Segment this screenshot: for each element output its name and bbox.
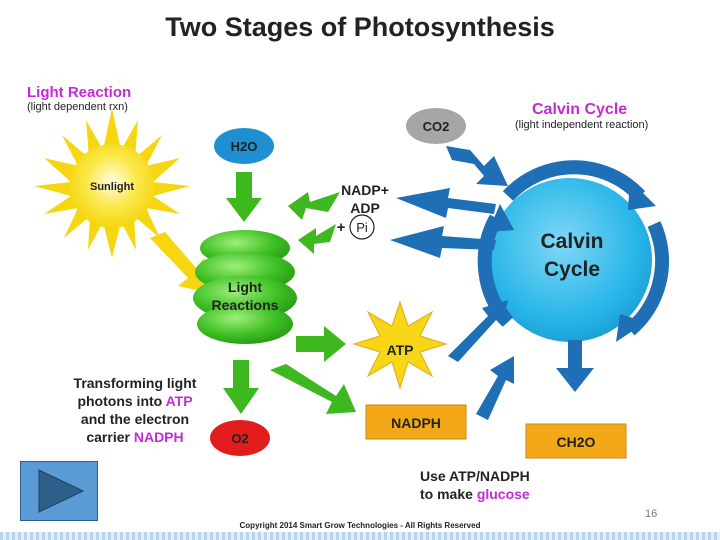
atp-arrow-icon: [296, 326, 346, 362]
light-reactions-line1: Light: [228, 279, 263, 295]
h2o-arrow-icon: [226, 172, 262, 222]
transform-line3: and the electron: [40, 410, 230, 428]
transform-caption: Transforming light photons into ATP and …: [40, 374, 230, 446]
use-glucose-highlight: glucose: [477, 486, 530, 502]
co2-label: CO2: [423, 119, 450, 134]
use-line2: to make glucose: [420, 485, 530, 503]
play-icon: [21, 462, 97, 520]
transform-line1: Transforming light: [40, 374, 230, 392]
adp-label: ADP: [350, 200, 380, 216]
nadp-label: NADP+: [341, 182, 389, 198]
o2-label: O2: [231, 431, 248, 446]
h2o-label: H2O: [231, 139, 258, 154]
bottom-strip: [0, 532, 720, 540]
nadp-arrow-icon: [288, 192, 340, 220]
use-line1: Use ATP/NADPH: [420, 467, 530, 485]
copyright-notice: Copyright 2014 Smart Grow Technologies -…: [0, 521, 720, 530]
use-line2-text: to make: [420, 486, 477, 502]
calvin-cycle-line2: Cycle: [544, 258, 600, 281]
nadph-arrow-icon: [270, 364, 356, 414]
co2-arrow-icon: [446, 146, 508, 186]
play-button[interactable]: [20, 461, 98, 521]
nadph-label: NADPH: [391, 415, 441, 431]
page-number: 16: [645, 508, 657, 520]
light-reactions-line2: Reactions: [212, 297, 279, 313]
nadp-return-arrow-icon: [396, 188, 496, 218]
transform-line4-text: carrier: [86, 429, 133, 445]
transform-line4: carrier NADPH: [40, 428, 230, 446]
calvin-cycle-line1: Calvin: [540, 230, 603, 253]
transform-line2: photons into ATP: [40, 392, 230, 410]
ch2o-arrow-icon: [556, 340, 594, 392]
atp-input-arrow-icon: [448, 300, 508, 362]
plus-label: +: [337, 219, 346, 236]
transform-atp-highlight: ATP: [166, 393, 193, 409]
sunlight-label: Sunlight: [90, 181, 134, 193]
adp-arrow-icon: [298, 224, 336, 254]
transform-line2-text: photons into: [77, 393, 165, 409]
use-caption: Use ATP/NADPH to make glucose: [420, 467, 530, 503]
atp-label: ATP: [387, 342, 414, 358]
transform-nadph-highlight: NADPH: [134, 429, 184, 445]
nadph-input-arrow-icon: [476, 356, 514, 420]
ch2o-label: CH2O: [557, 434, 596, 450]
pi-label: Pi: [356, 220, 368, 235]
